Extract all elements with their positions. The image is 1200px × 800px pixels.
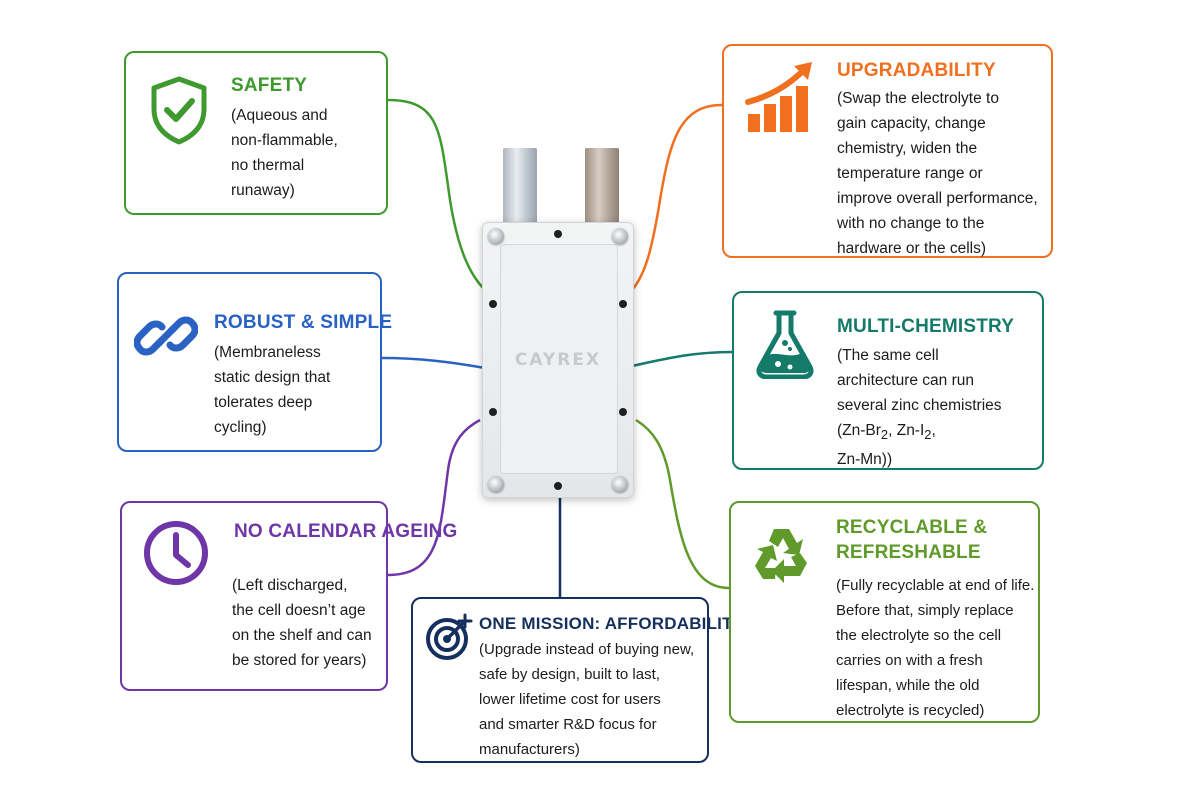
shield-check-icon	[151, 76, 207, 145]
card-safety: SAFETY (Aqueous and non-flammable, no th…	[124, 51, 388, 215]
screw-icon	[612, 476, 628, 492]
card-multi-chemistry: MULTI-CHEMISTRY (The same cell architect…	[732, 291, 1044, 470]
card-description: (Aqueous and non-flammable, no thermal r…	[231, 107, 338, 199]
card-title: ONE MISSION: AFFORDABILITY	[479, 614, 745, 633]
battery-brand-label: CAYREX	[514, 350, 602, 370]
card-one-mission: ONE MISSION: AFFORDABILITY (Upgrade inst…	[411, 597, 744, 763]
card-title: SAFETY	[231, 75, 308, 96]
chemistry-formula-line: (Zn-Br2, Zn-I2,	[837, 422, 936, 443]
clock-icon	[144, 521, 208, 585]
bolt-hole	[489, 300, 497, 308]
card-title: RECYCLABLE & REFRESHABLE	[836, 517, 988, 563]
card-description: (Fully recyclable at end of life. Before…	[836, 577, 1035, 719]
battery-cell: CAYREX	[470, 148, 640, 498]
card-recyclable-refreshable: RECYCLABLE & REFRESHABLE (Fully recyclab…	[729, 501, 1040, 723]
card-description: (Left discharged, the cell doesn’t age o…	[232, 577, 372, 669]
growth-chart-icon	[745, 62, 812, 132]
screw-icon	[488, 476, 504, 492]
bolt-hole	[619, 300, 627, 308]
connector-upgradability	[631, 103, 723, 291]
recycle-icon	[755, 529, 807, 583]
screw-icon	[488, 228, 504, 244]
card-title: UPGRADABILITY	[837, 60, 996, 81]
battery-body: CAYREX	[482, 222, 634, 498]
bolt-hole	[554, 230, 562, 238]
card-no-calendar-ageing: NO CALENDAR AGEING (Left discharged, the…	[120, 501, 457, 691]
flask-icon	[756, 310, 814, 379]
bolt-hole	[619, 408, 627, 416]
card-title: MULTI-CHEMISTRY	[837, 316, 1015, 337]
card-title: ROBUST & SIMPLE	[214, 312, 393, 333]
bolt-hole	[554, 482, 562, 490]
connector-calendar	[387, 418, 481, 577]
battery-panel	[500, 244, 618, 474]
card-description: (Membraneless static design that tolerat…	[214, 344, 331, 436]
connector-recyclable	[635, 418, 730, 590]
card-description: (Upgrade instead of buying new, safe by …	[479, 641, 695, 758]
target-icon	[426, 613, 473, 660]
chain-link-icon	[134, 316, 198, 356]
screw-icon	[612, 228, 628, 244]
connector-robust	[381, 356, 486, 370]
card-upgradability: UPGRADABILITY (Swap the electrolyte to g…	[722, 44, 1053, 258]
connector-multichem	[631, 350, 733, 368]
card-robust-simple: ROBUST & SIMPLE (Membraneless static des…	[117, 272, 392, 452]
card-title: NO CALENDAR AGEING	[234, 521, 458, 542]
connector-safety	[387, 98, 486, 291]
card-description: (Swap the electrolyte to gain capacity, …	[837, 90, 1038, 257]
bolt-hole	[489, 408, 497, 416]
card-description: (The same cell architecture can run seve…	[837, 347, 1002, 469]
